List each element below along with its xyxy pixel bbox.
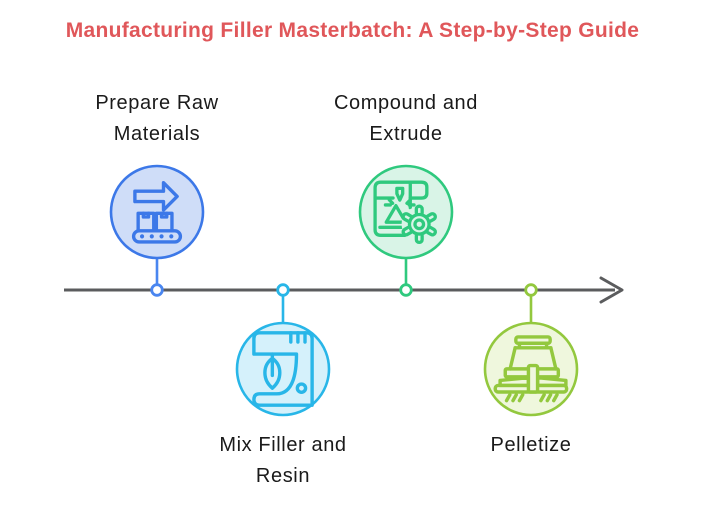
extruder-printer-gear-icon	[373, 180, 437, 245]
center-bar	[526, 363, 540, 394]
step1-marker	[150, 283, 164, 297]
mixer-vents	[289, 331, 307, 344]
timeline-axis	[64, 276, 624, 304]
mixer-knob	[295, 382, 308, 394]
step4-marker	[524, 283, 538, 297]
machine-cap	[514, 335, 552, 345]
printer-frame	[373, 180, 429, 237]
step3-label-line2: Extrude	[369, 123, 443, 145]
belt	[131, 229, 183, 244]
step2-marker	[276, 283, 290, 297]
extruded-object-triangle	[384, 203, 408, 224]
mixer-body	[252, 331, 314, 407]
gear-body	[407, 212, 431, 236]
box-1	[136, 211, 156, 233]
step1-label: Prepare Raw Materials	[47, 88, 267, 150]
conveyor-belt-arrow-icon	[131, 181, 183, 244]
step2-circle	[235, 321, 331, 417]
nozzle	[395, 186, 405, 202]
step4-label: Pelletize	[421, 430, 641, 461]
step3-marker	[399, 283, 413, 297]
box-1-flap	[141, 211, 151, 219]
right-arrow-shape	[133, 181, 179, 212]
step4-label-line1: Pelletize	[490, 434, 572, 456]
step1-label-line2: Materials	[113, 123, 201, 145]
step1-label-line1: Prepare Raw	[95, 92, 219, 114]
step2-label-line1: Mix Filler and	[219, 434, 347, 456]
spark-marks	[383, 198, 416, 207]
pelletizer-machine-icon	[493, 335, 569, 403]
box-2-flap	[159, 211, 169, 219]
pellet-marks-left	[504, 393, 525, 403]
step2-label-line2: Resin	[255, 465, 311, 487]
belt-rollers	[139, 234, 174, 239]
tower-sides	[508, 346, 558, 371]
arrowhead-icon	[599, 276, 624, 304]
step3-label-line1: Compound and	[334, 92, 478, 114]
stand-mixer-icon	[252, 331, 314, 407]
step2-label: Mix Filler and Resin	[173, 430, 393, 492]
page-title: Manufacturing Filler Masterbatch: A Step…	[65, 19, 640, 42]
gear-hole	[413, 218, 426, 231]
box-2	[154, 211, 174, 233]
step3-label: Compound and Extrude	[296, 88, 516, 150]
pellet-marks-right	[539, 393, 559, 403]
whisk	[263, 356, 282, 390]
